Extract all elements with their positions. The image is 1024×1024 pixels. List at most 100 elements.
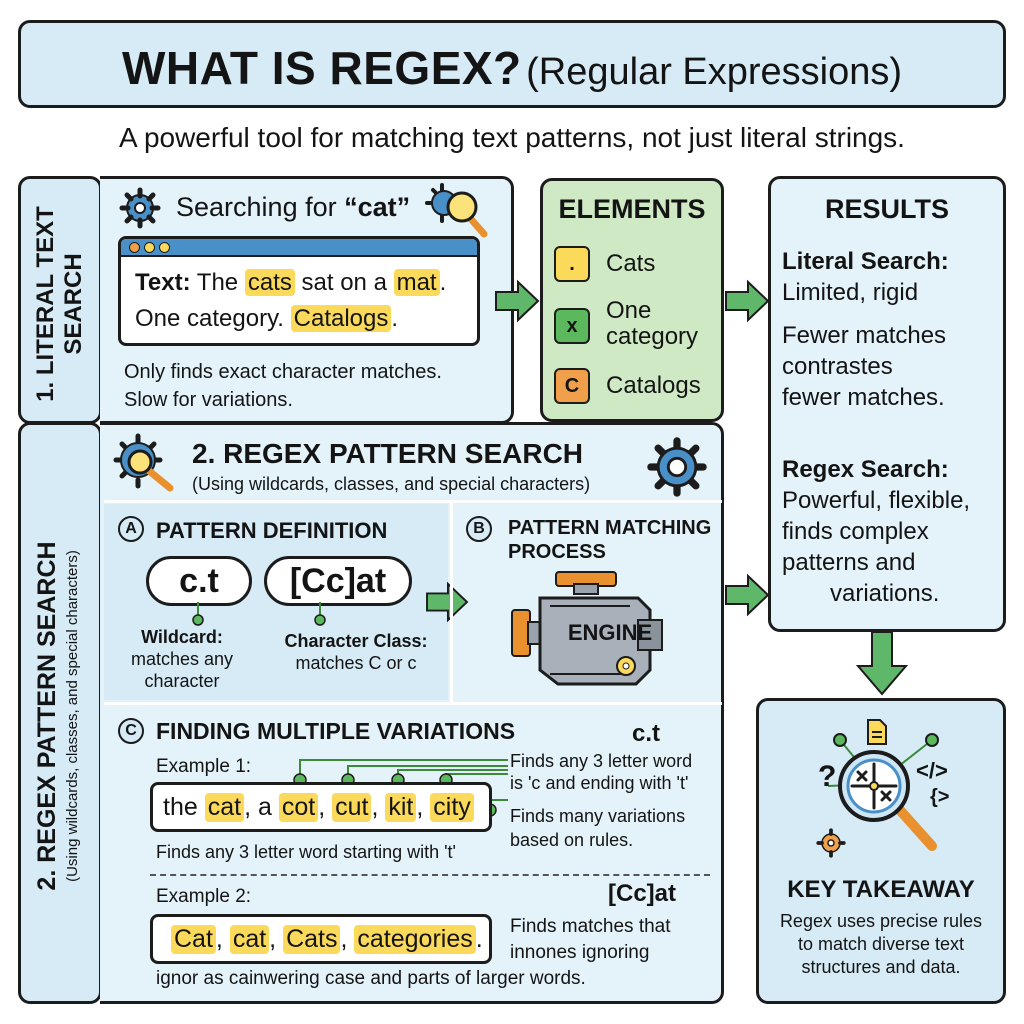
matching-title-line: PROCESS <box>508 541 606 563</box>
class-head: Character Class: <box>284 631 428 651</box>
magnifier-icon <box>827 733 939 851</box>
regex-heading: 2. REGEX PATTERN SEARCH <box>192 438 584 469</box>
takeaway-line: Regex uses precise rules <box>779 911 983 931</box>
divider <box>150 874 710 876</box>
match-highlight: mat <box>393 269 440 296</box>
results-regex-line: variations. <box>830 580 940 607</box>
literal-side-label-line1: 1. LITERAL TEXT <box>32 206 59 402</box>
element-symbol: . <box>554 246 590 282</box>
engine-icon <box>511 571 663 686</box>
elements-title: ELEMENTS <box>558 194 706 224</box>
class-caption: Character Class: matches C or c <box>268 630 444 674</box>
badge-b: B <box>466 516 492 542</box>
subpanel-divider <box>450 502 453 702</box>
example2-box: Cat, cat, Cats, categories. <box>150 914 492 964</box>
title-main: WHAT IS REGEX? <box>121 42 522 94</box>
magnifier-gear-icon <box>425 183 488 238</box>
ex2-note: ignor as cainwering case and parts of la… <box>156 968 586 989</box>
takeaway-title: KEY TAKEAWAY <box>787 876 975 903</box>
regex-side-bar <box>18 422 102 1004</box>
ex1-side-line: Finds many variations <box>510 806 686 826</box>
wildcard-line: character <box>144 671 220 691</box>
text-word: One category. <box>135 305 284 332</box>
match-highlight: cut <box>332 792 372 822</box>
class-line: matches C or c <box>295 653 417 673</box>
magnifier-gear-icon <box>113 433 174 492</box>
ex1-side-note2: Finds many variations based on rules. <box>510 804 685 852</box>
literal-note-line2: Slow for variations. <box>124 389 293 411</box>
text-word: The <box>196 269 239 296</box>
takeaway-line: structures and data. <box>801 957 961 977</box>
ex1-word: the <box>163 792 198 821</box>
ex1-side-line: is 'c and ending with 't' <box>510 773 689 793</box>
wildcard-head: Wildcard: <box>141 627 223 647</box>
gear-icon <box>647 437 707 497</box>
ex2-side-line: innones ignoring <box>510 942 650 963</box>
badge-c: C <box>118 718 144 744</box>
literal-side-label-line2: SEARCH <box>60 253 87 355</box>
match-highlight: Catalogs <box>290 305 392 332</box>
match-highlight: cat <box>204 792 245 822</box>
ex1-side-line: Finds any 3 letter word <box>510 751 693 771</box>
ex1-side-note1: Finds any 3 letter word is 'c and ending… <box>510 750 692 794</box>
variations-pattern2: [Cc]at <box>608 880 677 907</box>
text-word: . <box>439 269 447 296</box>
match-highlight: cat <box>229 924 270 954</box>
match-highlight: categories <box>354 924 476 954</box>
results-literal: Literal Search: Limited, rigid Fewer mat… <box>782 246 949 413</box>
pattern-definition-title: PATTERN DEFINITION <box>156 518 388 543</box>
engine-label: ENGINE <box>567 620 653 645</box>
arrow-right-icon <box>725 573 770 617</box>
results-regex-heading: Regex Search: <box>782 456 949 483</box>
variations-title: FINDING MULTIPLE VARIATIONS <box>156 718 516 744</box>
arrow-right-icon <box>426 581 469 623</box>
element-label: Cats <box>606 250 656 277</box>
ex2-side-line: Finds matches that <box>510 916 671 937</box>
results-literal-line: contrastes <box>782 353 893 380</box>
text-label: Text: <box>135 269 191 296</box>
results-regex-line: patterns and <box>782 549 916 576</box>
literal-text-line2: One category. Catalogs. <box>135 305 398 333</box>
matching-title-line: PATTERN MATCHING <box>508 517 712 539</box>
literal-text-window: Text: The cats sat on a mat. One categor… <box>118 236 480 346</box>
subtitle: A powerful tool for matching text patter… <box>119 122 905 153</box>
subpanel-divider <box>104 500 722 503</box>
code-icon: </> <box>916 758 948 783</box>
window-dots <box>129 242 170 253</box>
arrow-right-icon <box>495 279 540 323</box>
window-dot-icon <box>129 242 140 253</box>
element-label: Catalogs <box>606 372 701 399</box>
results-title: RESULTS <box>824 194 949 224</box>
variations-pattern1: c.t <box>632 720 661 747</box>
example1-label: Example 1: <box>156 756 252 777</box>
results-regex-line: finds complex <box>782 518 929 545</box>
pattern-pill-wildcard: c.t <box>146 556 252 606</box>
match-highlight: city <box>430 792 474 822</box>
results-panel <box>768 176 1006 632</box>
title-sub: (Regular Expressions) <box>526 51 903 93</box>
results-literal-line: fewer matches. <box>782 384 945 411</box>
arrow-right-icon <box>725 279 770 323</box>
badge-a: A <box>118 516 144 542</box>
literal-side-bar <box>18 176 102 424</box>
code-icon: {> <box>930 786 950 808</box>
regex-side-label: 2. REGEX PATTERN SEARCH (Using wildcards… <box>33 426 86 1006</box>
results-literal-line: Fewer matches <box>782 322 947 349</box>
searching-label: Searching for “cat” <box>176 192 410 223</box>
match-highlight: Cats <box>283 924 341 954</box>
literal-note: Only finds exact character matches. Slow… <box>124 358 442 414</box>
text-word: . <box>391 305 399 332</box>
takeaway-text: Regex uses precise rules to match divers… <box>756 910 1006 979</box>
connector <box>192 602 326 626</box>
results-regex-line: Powerful, flexible, <box>782 487 971 514</box>
ex2-side-note: Finds matches that innones ignoring <box>510 914 671 966</box>
ex1-note: Finds any 3 letter word starting with 't… <box>156 842 456 862</box>
element-label: One category <box>606 297 699 350</box>
arrow-down-icon <box>855 631 909 696</box>
subpanel-divider <box>104 702 722 705</box>
window-dot-icon <box>144 242 155 253</box>
ex1-side-line: based on rules. <box>510 830 634 850</box>
title-banner: WHAT IS REGEX? (Regular Expressions) <box>18 20 1006 108</box>
page-title: WHAT IS REGEX? (Regular Expressions) <box>21 41 1003 95</box>
ex1-word: a <box>257 792 272 821</box>
